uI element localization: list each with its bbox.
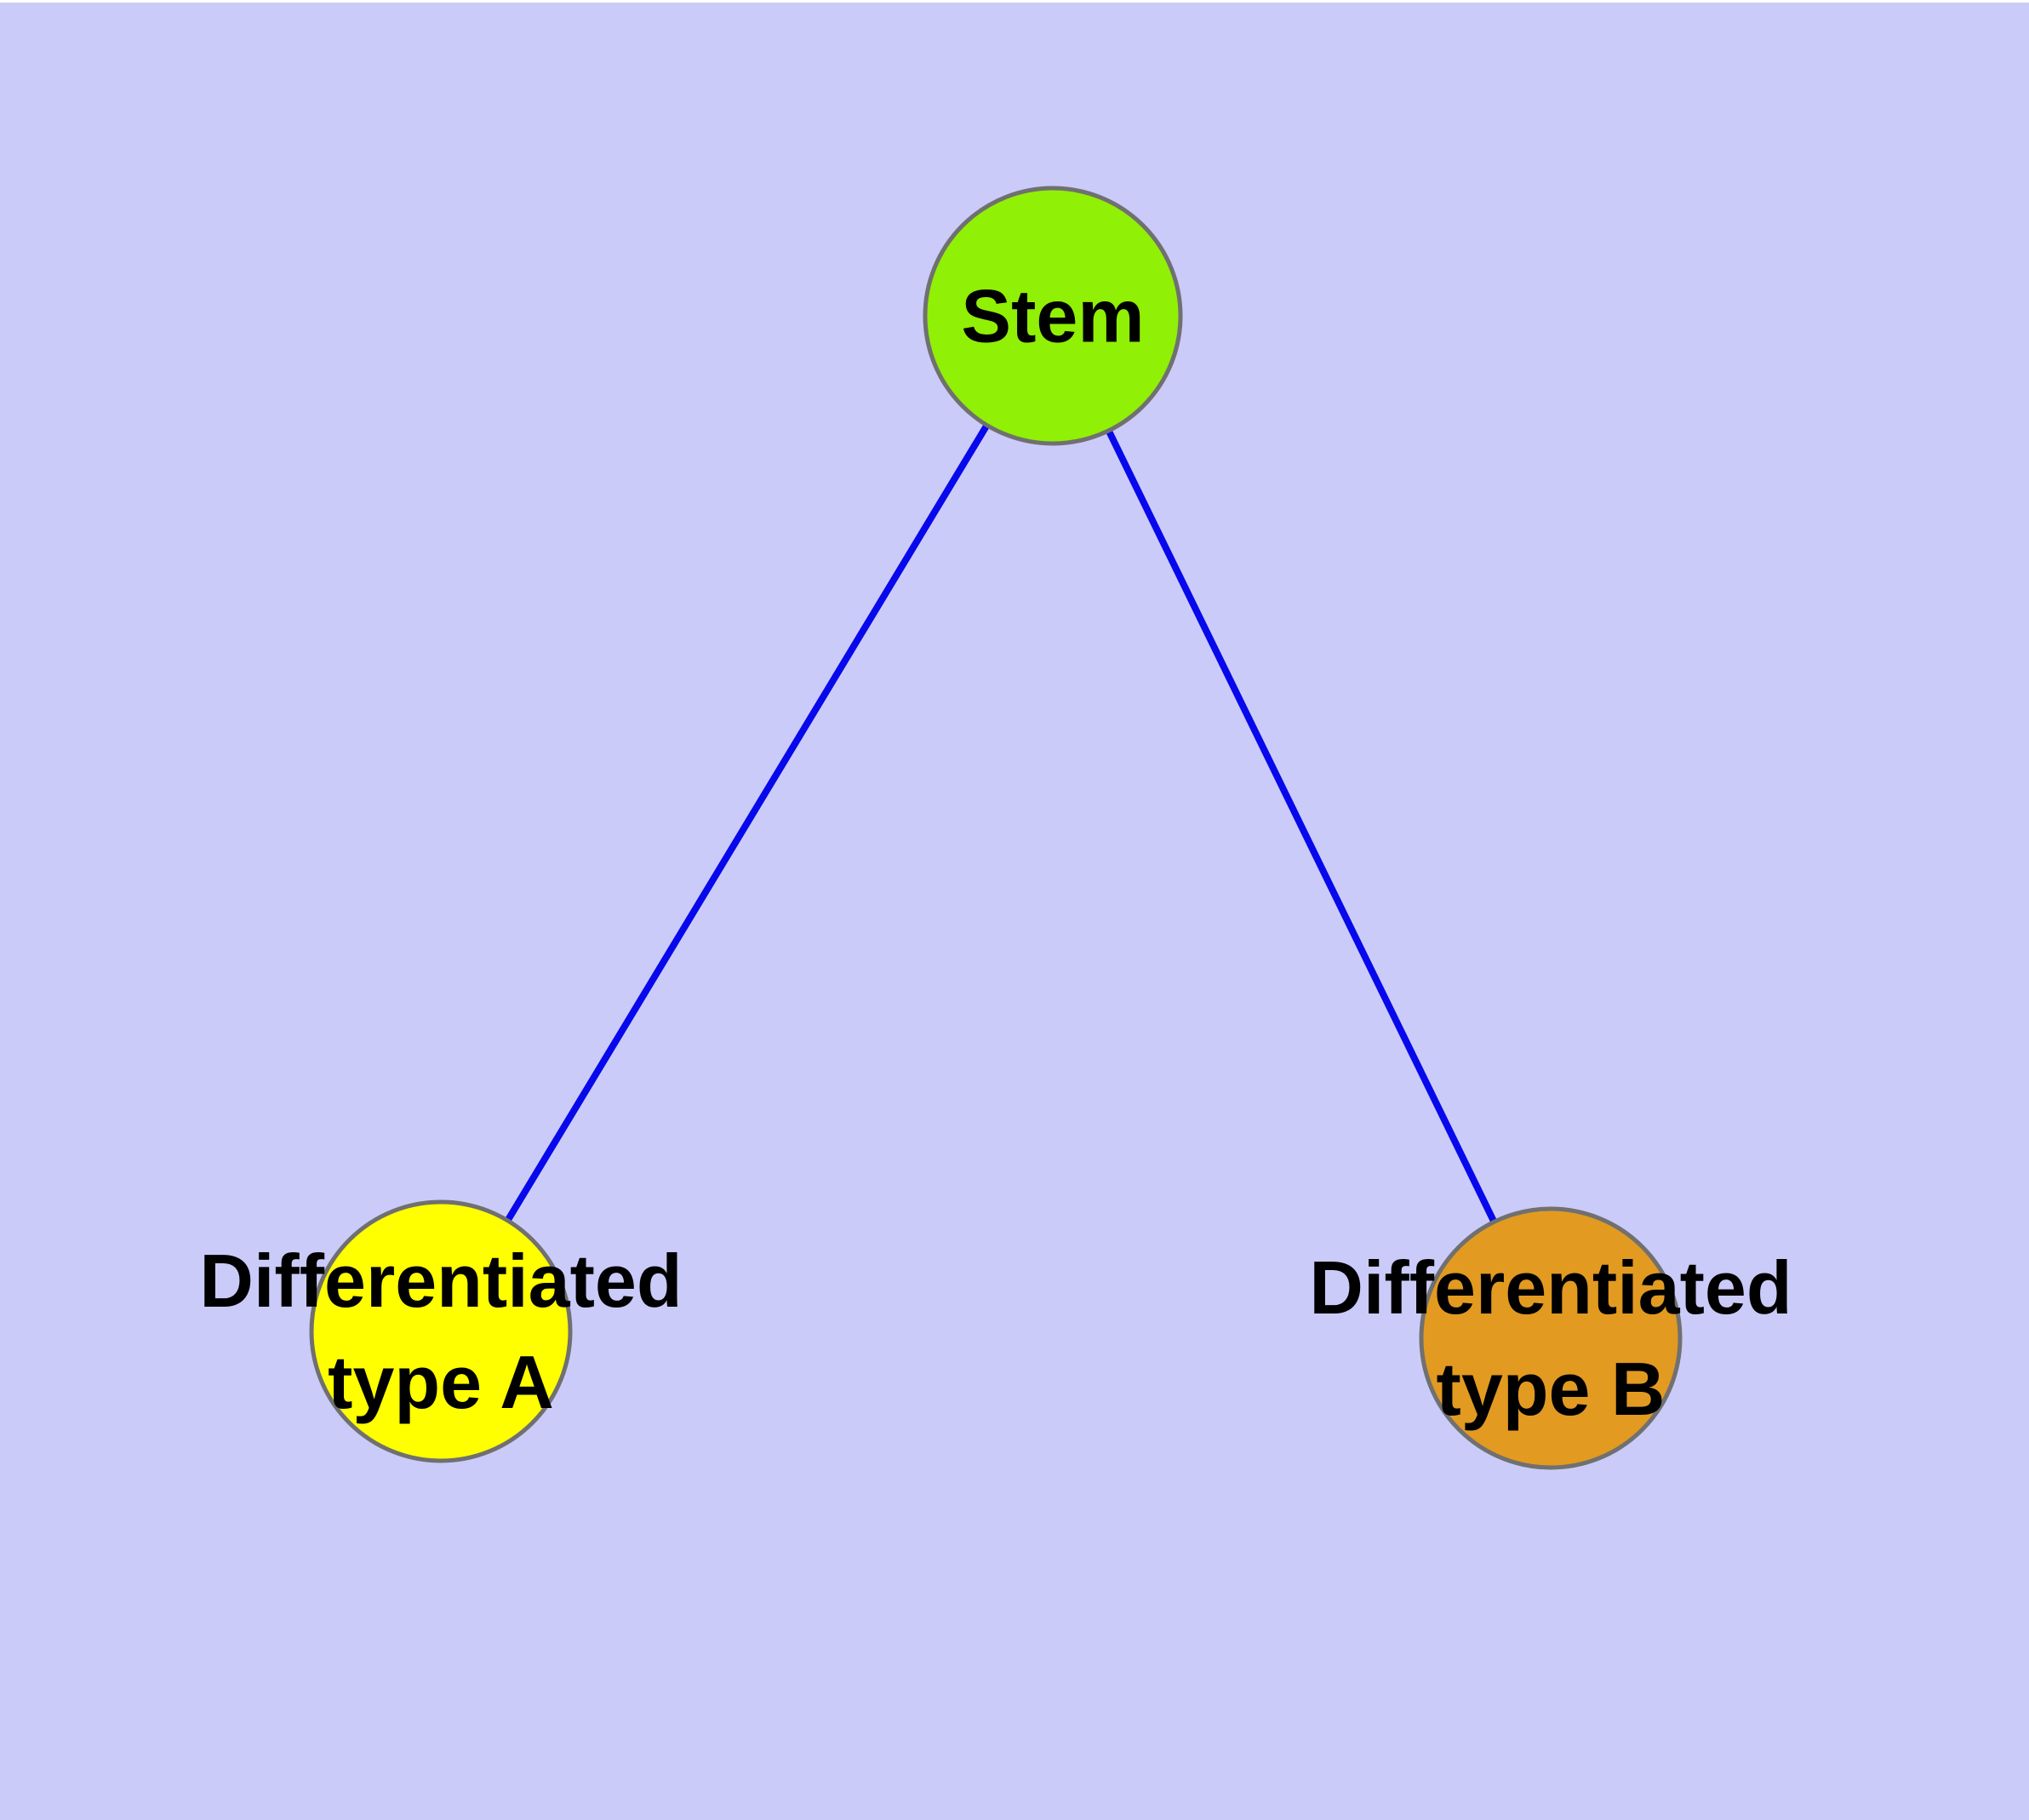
node-label-type-a-line2: type A (328, 1340, 554, 1424)
node-label-type-a-line1: Differentiated (199, 1239, 683, 1323)
node-label-type-a: Differentiated type A (199, 1230, 682, 1433)
edge-stem-to-type-b (1049, 314, 1554, 1340)
node-label-type-b-line1: Differentiated (1309, 1245, 1792, 1330)
node-label-stem: Stem (961, 266, 1144, 367)
edge-stem-to-type-a (437, 313, 1056, 1334)
node-type-a-circle (309, 1199, 573, 1463)
node-label-type-b: Differentiated type B (1309, 1237, 1792, 1439)
node-stem-circle (923, 186, 1183, 446)
node-label-type-b-line2: type B (1436, 1347, 1666, 1431)
node-type-b-circle (1419, 1206, 1683, 1470)
node-label-stem-line1: Stem (961, 273, 1145, 358)
